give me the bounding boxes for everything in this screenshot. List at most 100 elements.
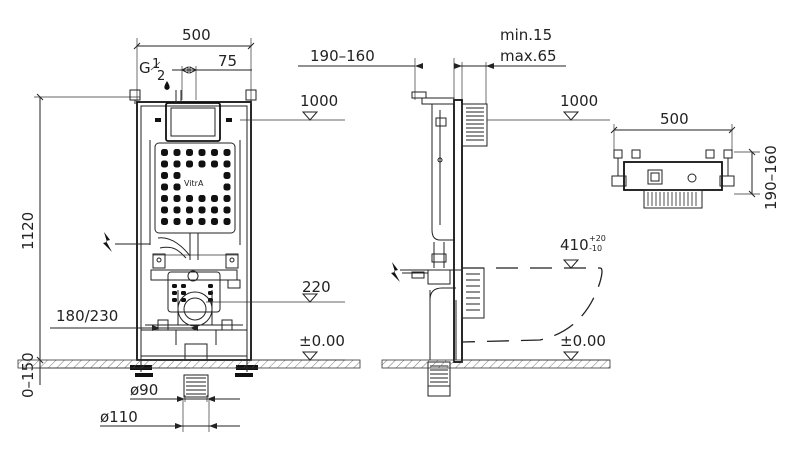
supply-dimension: G 1 2 75 <box>139 52 252 100</box>
cistern-pattern-dot <box>173 218 181 225</box>
cistern-pattern-dot <box>211 218 218 225</box>
cistern-pattern-dot <box>223 149 231 156</box>
side-max-label: max.65 <box>500 47 557 65</box>
bracket-pattern-dot <box>181 298 186 302</box>
front-drain-pipe <box>183 343 209 398</box>
side-reference-zero: ±0.00 <box>462 332 610 361</box>
floor-range-label: 0–150 <box>19 352 37 398</box>
bracket-pattern-dot <box>172 298 177 302</box>
pipe-d110-label: ø110 <box>100 408 138 426</box>
bolt-spacing-label: 180/230 <box>56 307 118 325</box>
front-height-label: 1120 <box>19 212 37 250</box>
front-floor-slab <box>17 359 361 369</box>
cistern-pattern-dot <box>186 218 193 225</box>
side-bowl-tol-plus: +20 <box>589 234 606 243</box>
cistern-pattern-dot <box>198 218 206 225</box>
cistern-pattern-dot <box>161 206 168 214</box>
side-min-label: min.15 <box>500 26 552 44</box>
front-width-dimension: 500 <box>133 26 255 102</box>
front-ref-220-label: 220 <box>302 278 331 296</box>
cistern-pattern-dot <box>198 206 206 214</box>
side-bowl-tol-minus: -10 <box>589 244 602 253</box>
cistern-pattern-dot <box>198 160 206 168</box>
cistern-pattern-dot <box>173 206 181 214</box>
side-electric-bolt-icon <box>391 262 428 282</box>
cistern-pattern-dot <box>173 195 181 202</box>
cistern-pattern-dot <box>173 149 181 156</box>
cistern-pattern-dot <box>186 195 193 202</box>
supply-thread-frac-num: 1 <box>152 57 160 72</box>
cistern-pattern-dot <box>161 195 168 202</box>
bracket-pattern-dot <box>181 284 186 288</box>
front-width-label: 500 <box>182 26 211 44</box>
top-frame <box>611 149 735 209</box>
side-wall-depth-label: 190–160 <box>310 47 375 65</box>
bracket-pattern-dot <box>181 291 186 295</box>
cistern-pattern-dot <box>198 149 206 156</box>
cistern-pattern-dot <box>223 206 231 214</box>
cistern-pattern-dot <box>186 149 193 156</box>
front-flush-pipe <box>152 233 239 269</box>
cistern-pattern-dot <box>223 218 231 225</box>
pipe-d110-dimension: ø110 <box>100 400 240 432</box>
bolt-spacing-dimension: 180/230 <box>50 307 198 331</box>
side-frame <box>400 91 488 363</box>
cistern-pattern-dot <box>211 195 218 202</box>
side-reference-bowl: 410 +20 -10 <box>560 234 606 269</box>
top-depth-dimension: 190–160 <box>734 145 780 210</box>
side-wall-depth-dimension: 190–160 <box>298 47 455 100</box>
cistern-pattern-dot <box>211 149 218 156</box>
bracket-pattern-dot <box>172 284 177 288</box>
cistern-pattern-dot <box>161 149 168 156</box>
top-view: 500 190–160 <box>610 110 780 210</box>
electric-bolt-icon <box>103 232 150 252</box>
supply-thread-frac-den: 2 <box>157 69 165 84</box>
side-drain-elbow <box>427 267 485 397</box>
cistern-pattern-dot <box>211 160 218 168</box>
side-wc-bowl <box>461 267 603 343</box>
cistern-pattern-dot <box>161 218 168 225</box>
front-view: 500 G 1 2 75 1120 0–150 <box>17 26 361 432</box>
supply-thread-label: G <box>139 59 151 77</box>
cistern-pattern-dot <box>173 172 181 179</box>
front-reference-220: 220 <box>206 278 345 303</box>
cistern-pattern-dot <box>223 172 231 179</box>
supply-offset-label: 75 <box>218 52 237 70</box>
cistern-pattern-dot <box>161 172 168 179</box>
top-width-label: 500 <box>660 110 689 128</box>
bracket-pattern-dot <box>172 291 177 295</box>
cistern-pattern-dot <box>161 160 168 168</box>
cistern-body: VitrA <box>149 140 241 245</box>
side-floor-slab <box>381 359 611 369</box>
top-width-dimension: 500 <box>610 110 736 150</box>
front-ref-1000-label: 1000 <box>300 92 338 110</box>
cistern-pattern-dot <box>186 206 193 214</box>
side-ref-zero-label: ±0.00 <box>560 332 606 350</box>
cistern-pattern-dot <box>173 183 181 191</box>
front-height-dimension: 1120 <box>19 93 140 364</box>
front-reference-1000: 1000 <box>240 92 345 121</box>
cistern-pattern-dot <box>223 183 231 191</box>
cistern-pattern-dot <box>198 195 206 202</box>
cistern-pattern-dot <box>161 183 168 191</box>
top-depth-label: 190–160 <box>762 145 780 210</box>
side-bowl-height-label: 410 <box>560 236 589 254</box>
side-min-max-dimension: min.15 max.65 <box>454 26 566 104</box>
bowl-bracket <box>141 269 247 345</box>
cistern-pattern-dot <box>173 160 181 168</box>
front-ref-zero-label: ±0.00 <box>299 332 345 350</box>
water-drop-icon <box>164 81 170 90</box>
flush-plate <box>155 90 232 142</box>
cistern-pattern-dot <box>223 195 231 202</box>
cistern-pattern-dot <box>211 206 218 214</box>
bracket-pattern-dot <box>208 284 213 288</box>
pipe-d90-dimension: ø90 <box>130 381 240 402</box>
side-view: 190–160 min.15 max.65 <box>298 26 611 397</box>
side-ref-1000-label: 1000 <box>560 92 598 110</box>
pipe-d90-label: ø90 <box>130 381 158 399</box>
cistern-pattern-dot <box>223 160 231 168</box>
front-reference-zero: ±0.00 <box>250 332 345 361</box>
brand-logo: VitrA <box>184 179 204 188</box>
side-reference-1000: 1000 <box>487 92 610 121</box>
